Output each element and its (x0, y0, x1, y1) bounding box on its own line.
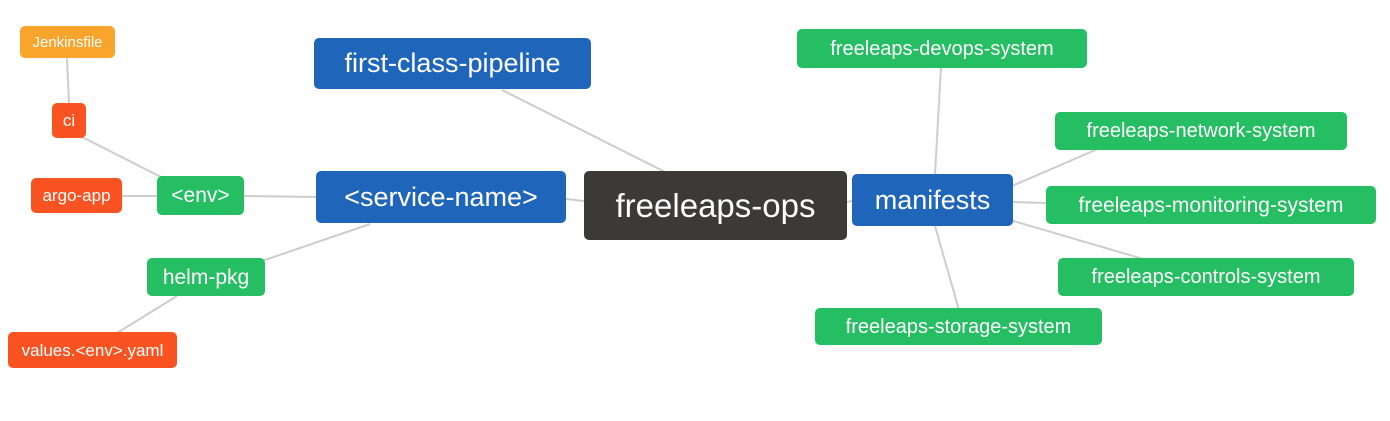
edge-service-name-to-freeleaps-ops (565, 198, 585, 202)
edge-manifests-to-network-system (1011, 147, 1101, 187)
node-helm-pkg[interactable]: helm-pkg (147, 258, 265, 296)
node-service-name[interactable]: <service-name> (316, 171, 566, 223)
edge-first-class-pipeline-to-freeleaps-ops (501, 89, 666, 173)
node-values-env-yaml[interactable]: values.<env>.yaml (8, 332, 177, 368)
node-label-storage-system: freeleaps-storage-system (845, 315, 1072, 338)
node-controls-system[interactable]: freeleaps-controls-system (1058, 258, 1354, 296)
node-label-helm-pkg: helm-pkg (162, 265, 250, 289)
node-ci[interactable]: ci (52, 103, 86, 138)
edge-jenkinsfile-to-ci (66, 57, 70, 104)
edge-manifests-to-devops-system (934, 66, 942, 175)
node-manifests[interactable]: manifests (852, 174, 1013, 226)
edge-helm-pkg-to-values-env-yaml (116, 295, 178, 334)
edge-ci-to-env (81, 136, 164, 179)
node-label-controls-system: freeleaps-controls-system (1091, 266, 1321, 288)
node-label-monitoring-system: freeleaps-monitoring-system (1078, 193, 1344, 217)
node-network-system[interactable]: freeleaps-network-system (1055, 112, 1347, 150)
node-label-devops-system: freeleaps-devops-system (830, 37, 1054, 60)
node-label-freeleaps-ops: freeleaps-ops (615, 187, 816, 224)
node-monitoring-system[interactable]: freeleaps-monitoring-system (1046, 186, 1376, 224)
edge-service-name-to-helm-pkg (261, 223, 371, 262)
node-label-service-name: <service-name> (344, 181, 538, 212)
node-label-jenkinsfile: Jenkinsfile (32, 33, 103, 51)
node-label-first-class-pipeline: first-class-pipeline (344, 48, 561, 78)
node-label-env: <env> (171, 184, 230, 207)
node-env[interactable]: <env> (157, 176, 244, 215)
node-first-class-pipeline[interactable]: first-class-pipeline (314, 38, 591, 89)
node-label-ci: ci (62, 111, 76, 130)
node-label-argo-app: argo-app (42, 186, 111, 205)
edge-manifests-to-controls-system (1009, 219, 1151, 262)
node-argo-app[interactable]: argo-app (31, 178, 122, 213)
edge-manifests-to-storage-system (934, 225, 960, 311)
node-label-manifests: manifests (874, 184, 991, 215)
edge-manifests-to-monitoring-system (1012, 201, 1047, 204)
edge-env-to-service-name (243, 195, 317, 198)
edge-freeleaps-ops-to-manifests (846, 200, 853, 203)
node-jenkinsfile[interactable]: Jenkinsfile (20, 26, 115, 58)
node-devops-system[interactable]: freeleaps-devops-system (797, 29, 1087, 68)
node-label-network-system: freeleaps-network-system (1086, 120, 1316, 142)
node-storage-system[interactable]: freeleaps-storage-system (815, 308, 1102, 345)
node-label-values-env-yaml: values.<env>.yaml (21, 340, 164, 360)
node-freeleaps-ops[interactable]: freeleaps-ops (584, 171, 847, 240)
